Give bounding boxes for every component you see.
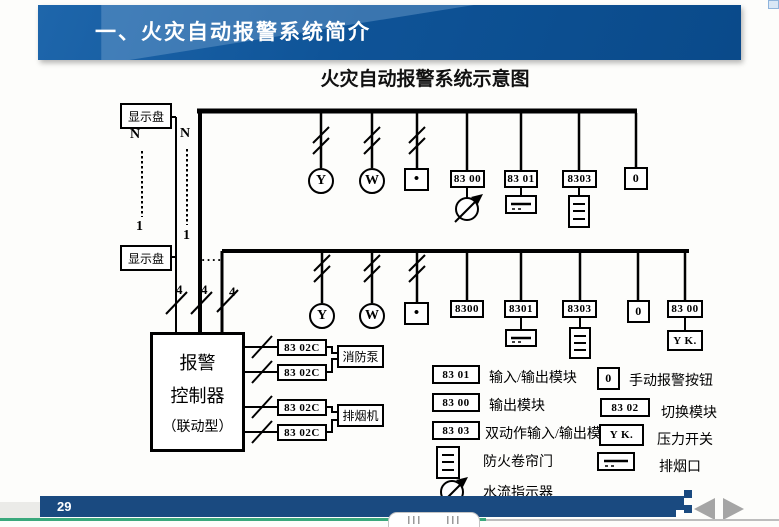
switch-module-1: 83 02C [277, 339, 327, 356]
pressure-switch-box: Y K. [667, 330, 703, 351]
legend-label-pressure-switch: 压力开关 [657, 433, 713, 448]
module-8303-row1: 8303 [562, 170, 597, 188]
wire-count-4-1: 4 [176, 282, 183, 297]
loop-count-1-left: 1 [136, 219, 143, 234]
fire-shutter-icon [569, 327, 591, 359]
footer-left-margin [0, 502, 40, 518]
module-8301-row1: 83 01 [504, 170, 538, 188]
controller-label-3: （联动型） [162, 419, 233, 435]
legend-box-8300: 83 00 [432, 393, 480, 412]
wire-count-4-3: 4 [229, 284, 236, 299]
smoke-detector-row2: Y [309, 303, 335, 329]
loop-count-n-mid: N [180, 126, 191, 141]
module-8300-row1: 83 00 [450, 170, 485, 188]
prev-slide-button[interactable] [694, 498, 715, 520]
dot-detector-row2: • [404, 302, 429, 325]
legend-box-8303: 83 03 [432, 421, 480, 440]
switch-module-3: 83 02C [277, 399, 327, 416]
row2-branch-slashes [313, 254, 426, 283]
heat-detector-row2: W [359, 303, 385, 329]
wire-count-4-2: 4 [201, 282, 208, 297]
legend-label-output-module: 输出模块 [489, 399, 545, 414]
module-8300-row2: 8300 [450, 300, 484, 318]
controller-label-2: 控制器 [170, 386, 225, 406]
legend-box-0: 0 [597, 367, 620, 390]
legend-label-manual-button: 手动报警按钮 [629, 374, 713, 389]
top-right-ui-fragment [768, 0, 779, 9]
slide-header-bar: 一、火灾自动报警系统简介 [38, 5, 741, 60]
legend-label-fire-shutter: 防火卷帘门 [483, 455, 553, 470]
legend-smoke-vent-icon [597, 452, 635, 471]
checker-square [684, 505, 692, 513]
legend-label-dual-io-module: 双动作输入/输出模块 [485, 427, 615, 442]
loop-ellipsis: ···· [201, 252, 223, 267]
switch-module-2: 83 02C [277, 364, 327, 381]
legend-box-8302: 83 02 [600, 398, 650, 417]
legend-label-switch-module: 切换模块 [661, 406, 717, 421]
alarm-controller-box: 报警 控制器 （联动型） [150, 332, 245, 452]
smoke-fan-box: 排烟机 [337, 404, 384, 427]
grip-icon [447, 516, 460, 524]
display-panel-bottom: 显示盘 [120, 245, 172, 271]
loop-count-1-mid: 1 [183, 228, 190, 243]
grip-icon [408, 516, 421, 524]
fire-pump-box: 消防泵 [337, 345, 384, 368]
page-number: 29 [57, 499, 72, 514]
loop-count-n-left: N [130, 127, 141, 142]
smoke-vent-icon [505, 195, 537, 214]
footer-accent-line [0, 518, 486, 521]
diagram-title: 火灾自动报警系统示意图 [320, 69, 530, 90]
legend-box-8301: 83 01 [432, 365, 480, 384]
legend-label-io-module: 输入/输出模块 [489, 371, 577, 386]
fire-shutter-icon [568, 195, 590, 228]
legend-fire-shutter-icon [436, 446, 460, 479]
slide-footer-bar: 29 [40, 496, 684, 517]
checker-square [684, 490, 692, 498]
manual-button-row2: 0 [627, 300, 650, 323]
footer-baseline [486, 519, 779, 521]
smoke-vent-icon [505, 329, 537, 347]
module-8303-row2: 8303 [562, 300, 597, 318]
legend-label-smoke-vent: 排烟口 [659, 460, 701, 475]
checker-square [676, 510, 684, 517]
module-8300b-row2: 83 00 [667, 300, 703, 318]
row1-branch-slashes [312, 126, 426, 155]
legend-box-yk: Y K. [599, 424, 644, 446]
dot-detector-row1: • [404, 168, 429, 191]
water-flow-indicator-icon [454, 194, 483, 223]
slide-section-title: 一、火灾自动报警系统简介 [95, 20, 371, 44]
controller-label-1: 报警 [179, 352, 216, 373]
module-8301-row2: 8301 [504, 300, 538, 318]
manual-button-row1: 0 [624, 167, 648, 190]
bottom-drag-handle[interactable] [388, 512, 480, 527]
smoke-detector-row1: Y [308, 168, 334, 194]
next-slide-button[interactable] [723, 498, 744, 520]
heat-detector-row1: W [359, 168, 385, 194]
switch-module-4: 83 02C [277, 424, 327, 441]
display-panel-top: 显示盘 [120, 103, 172, 129]
